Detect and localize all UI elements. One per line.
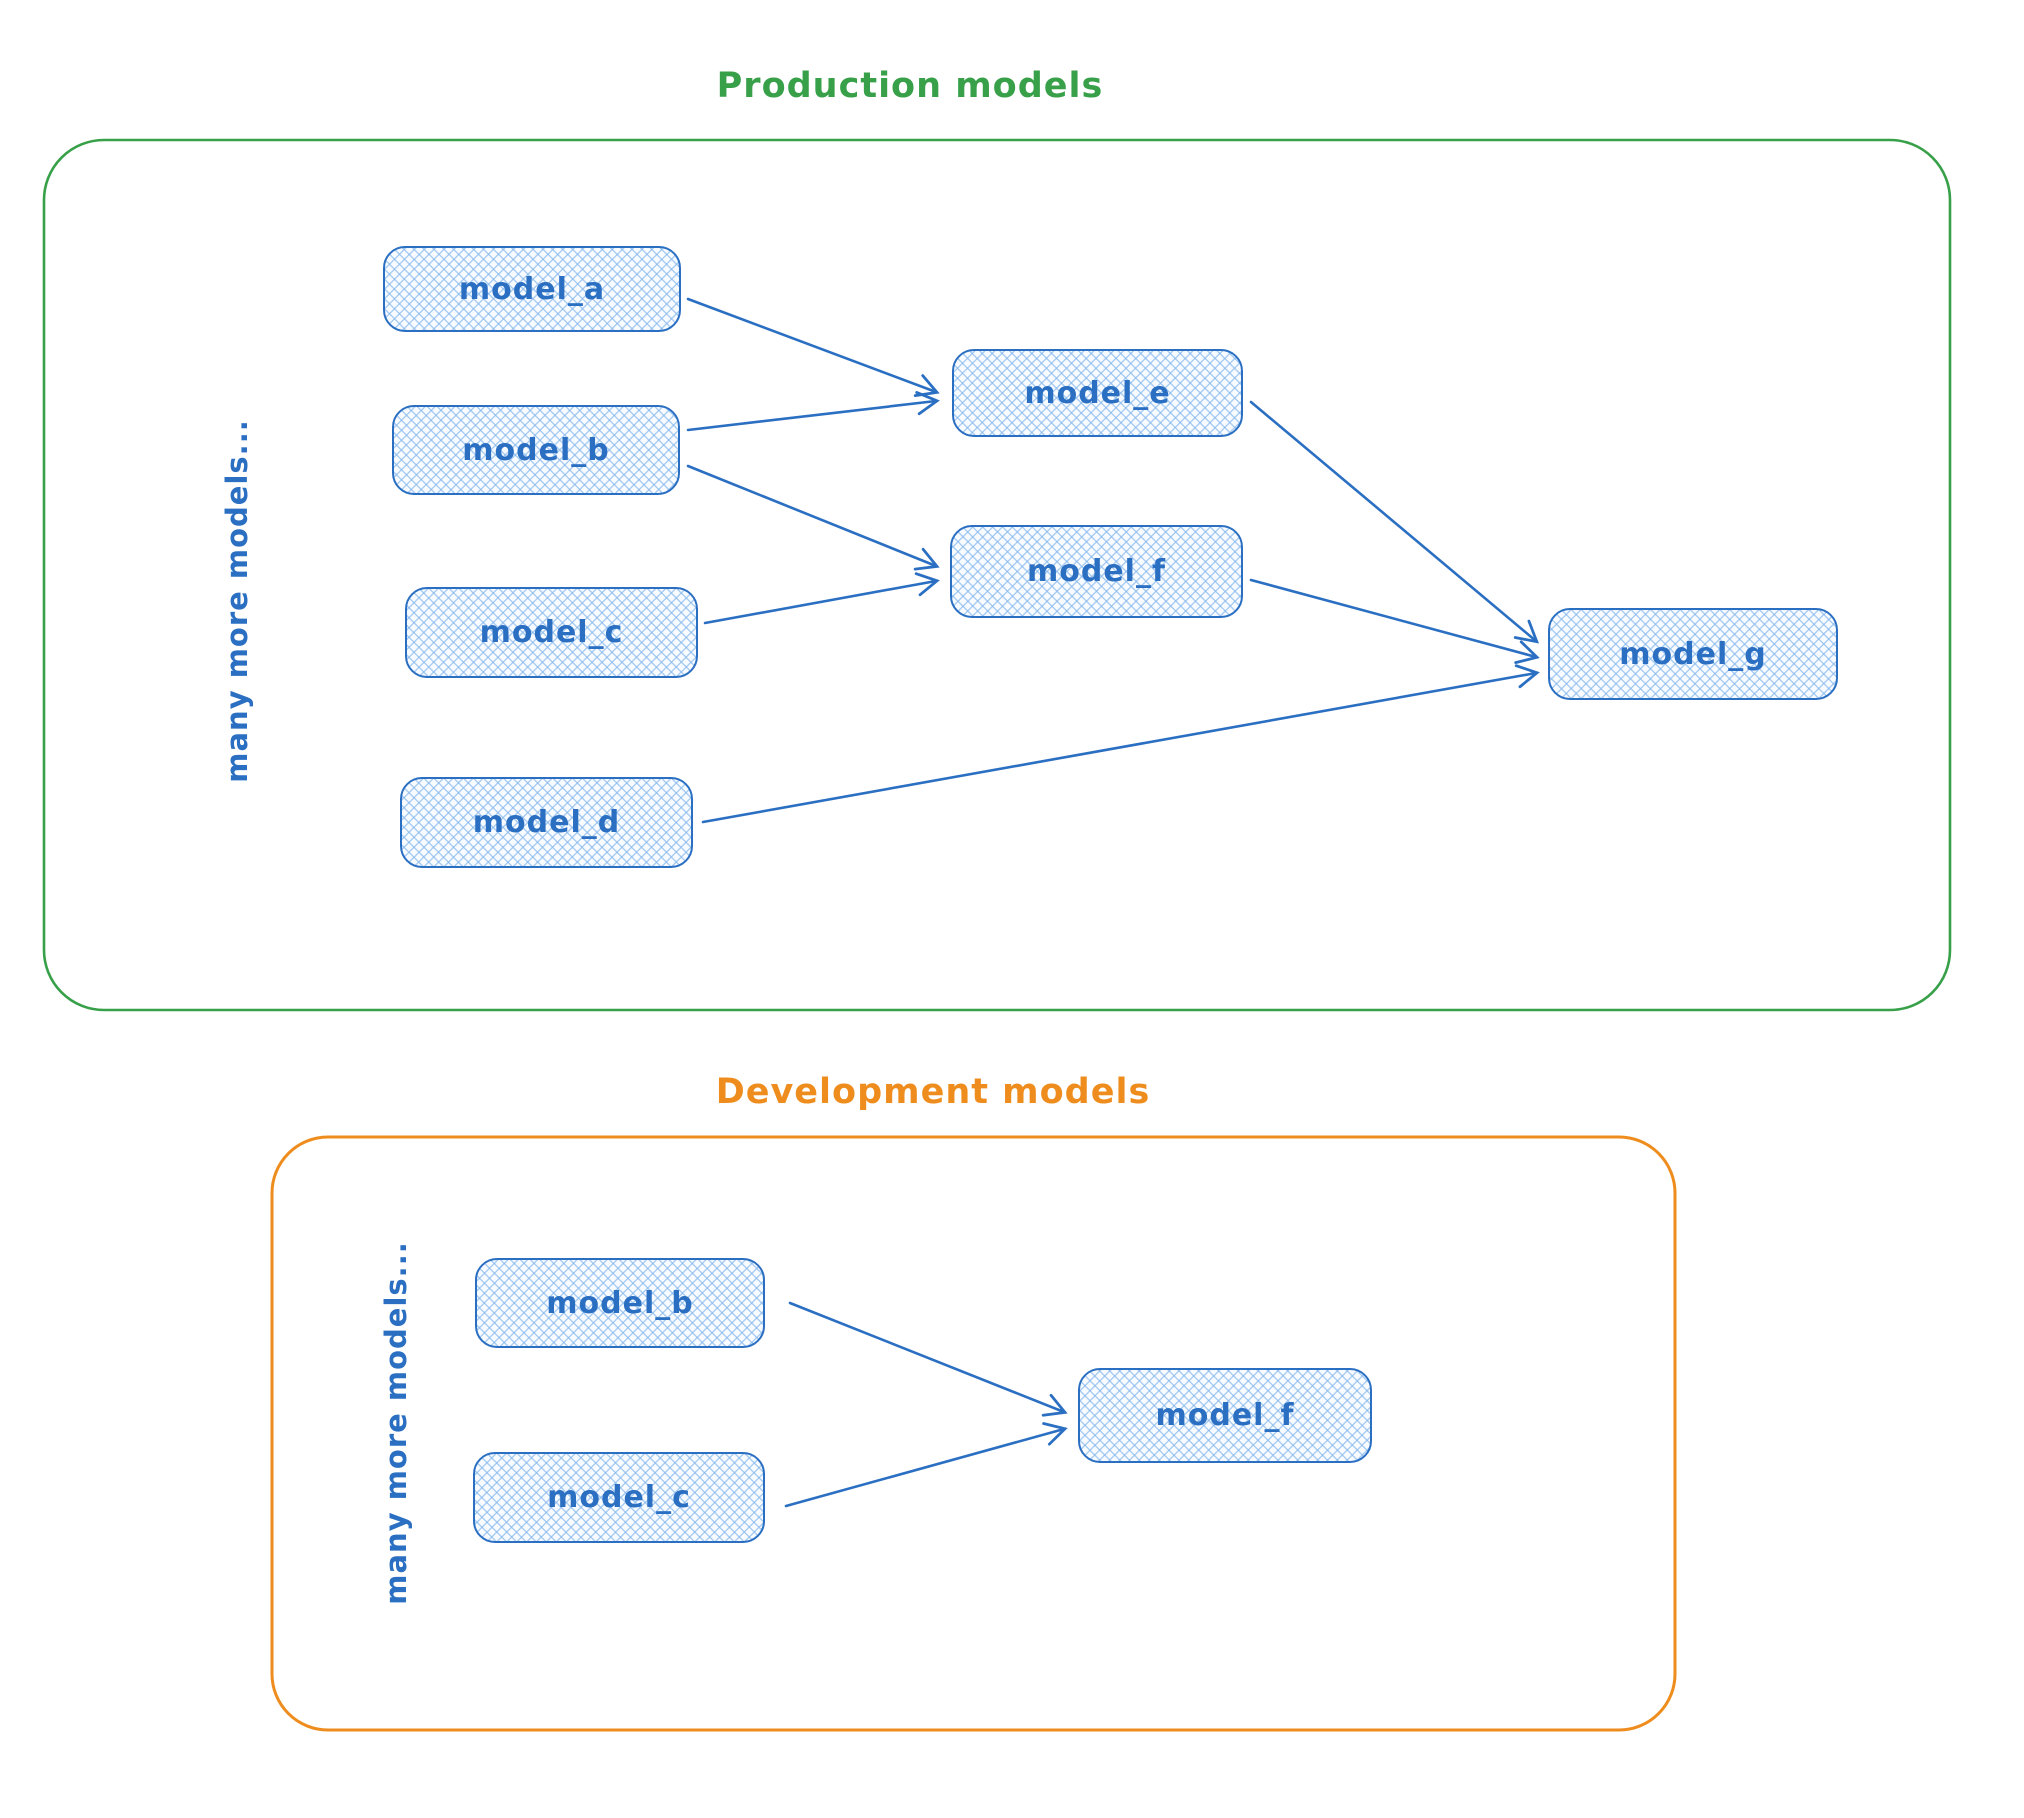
development-container [270,1135,1677,1732]
node-label: model_d [472,805,621,840]
edge-model_d-model_g [701,664,1540,824]
edge-dev-model_c-model_f [784,1422,1068,1508]
edge-model_b-model_f [686,464,940,571]
node-production-model_b: model_b [392,405,680,495]
node-production-model_a: model_a [383,246,681,332]
edge-model_b-model_e [686,391,940,432]
node-production-model_f: model_f [950,525,1243,618]
node-label: model_f [1155,1398,1295,1433]
edge-model_f-model_g [1249,578,1540,664]
node-production-model_c: model_c [405,587,698,678]
node-label: model_e [1024,375,1171,411]
node-development-model_b: model_b [475,1258,765,1348]
production-title: Production models [716,66,1104,106]
edge-model_c-model_f [703,572,940,625]
node-label: model_c [547,1480,691,1515]
development-side-label: many more models... [379,1241,413,1605]
node-production-model_e: model_e [952,349,1243,437]
node-label: model_b [546,1285,694,1321]
node-label: model_g [1619,636,1767,672]
development-title: Development models [715,1072,1151,1112]
node-production-model_g: model_g [1548,608,1838,700]
node-production-model_d: model_d [400,777,693,868]
node-label: model_a [458,271,606,307]
edge-dev-model_b-model_f [788,1301,1068,1417]
edge-model_e-model_g [1249,400,1540,644]
production-side-label: many more models... [220,419,254,783]
node-label: model_f [1026,554,1167,589]
node-development-model_c: model_c [473,1452,765,1543]
node-label: model_c [479,615,624,650]
edge-model_a-model_e [686,297,940,398]
node-development-model_f: model_f [1078,1368,1372,1463]
production-container [42,138,1952,1012]
node-label: model_b [462,432,610,468]
